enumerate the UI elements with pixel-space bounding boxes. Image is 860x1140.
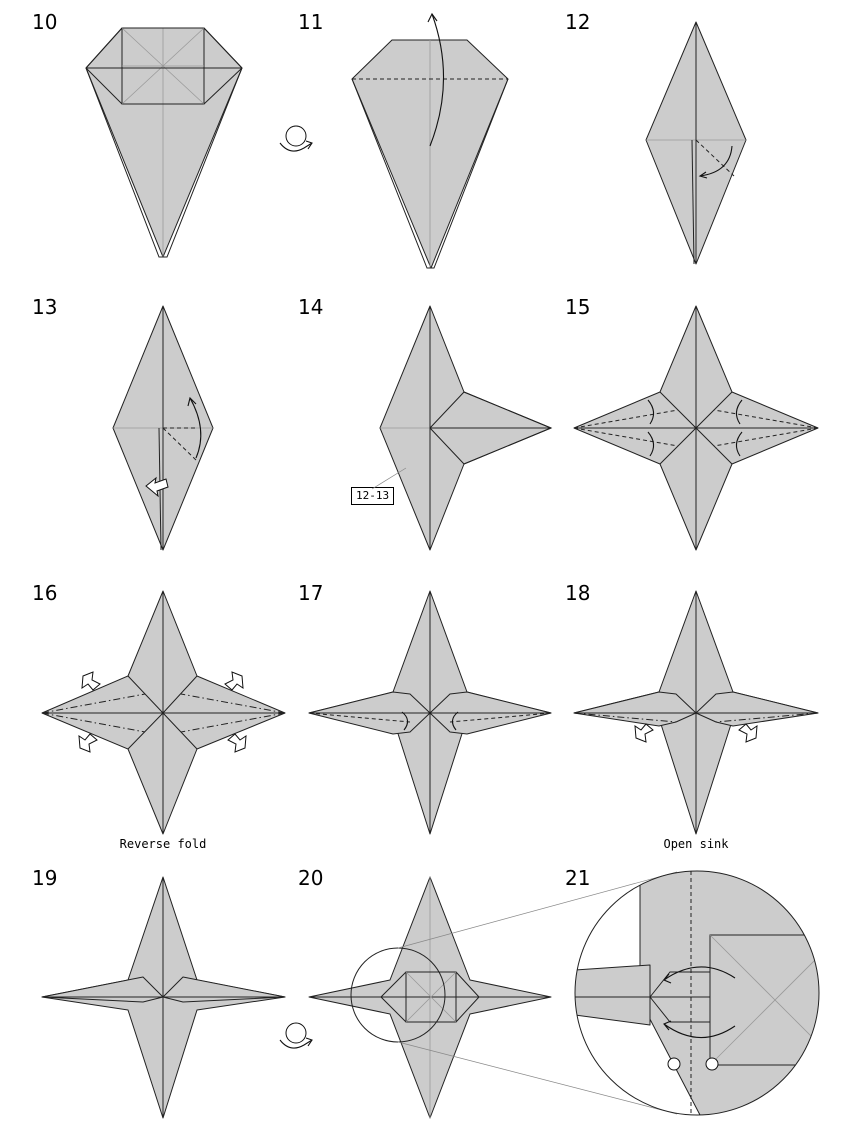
- step-number-15: 15: [565, 295, 591, 319]
- turn-over-symbol: [279, 125, 313, 152]
- step-21-zoom-detail: [574, 870, 820, 1116]
- step-number-14: 14: [298, 295, 324, 319]
- step-11-model: [351, 12, 509, 269]
- step-number-21: 21: [565, 866, 591, 890]
- step-18-model: [573, 590, 819, 835]
- step-10-model: [85, 27, 243, 258]
- step-19-model: [41, 876, 286, 1119]
- step-15-model: [573, 305, 819, 551]
- step-number-20: 20: [298, 866, 324, 890]
- step-13-model: [112, 305, 214, 551]
- push-arrow: [145, 476, 169, 498]
- step-number-11: 11: [298, 10, 324, 34]
- step-number-10: 10: [32, 10, 58, 34]
- step-number-13: 13: [32, 295, 58, 319]
- step-number-19: 19: [32, 866, 58, 890]
- step-20-model: [308, 871, 678, 1119]
- step-number-12: 12: [565, 10, 591, 34]
- step-12-model: [645, 21, 747, 265]
- step-14-model: [371, 305, 553, 551]
- caption-reverse-fold: Reverse fold: [119, 837, 207, 851]
- step-number-16: 16: [32, 581, 58, 605]
- caption-open-sink: Open sink: [663, 837, 729, 851]
- reference-label-12-13: 12-13: [351, 487, 395, 506]
- step-number-17: 17: [298, 581, 324, 605]
- step-number-18: 18: [565, 581, 591, 605]
- step-17-model: [308, 590, 552, 835]
- step-16-model: [41, 590, 286, 835]
- turn-over-symbol-2: [279, 1022, 313, 1049]
